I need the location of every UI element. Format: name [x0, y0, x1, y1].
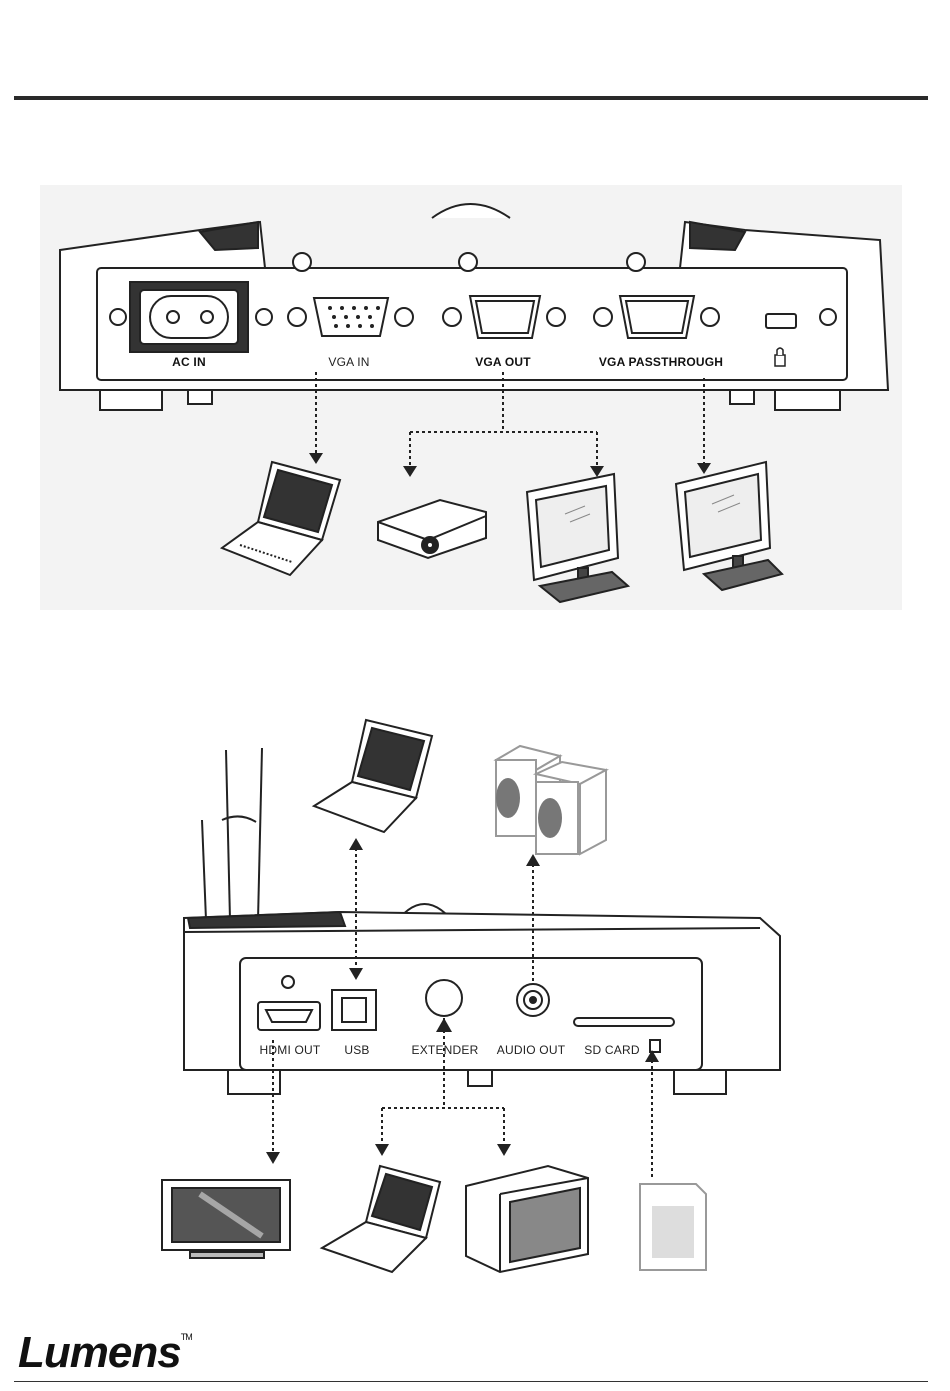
camera-pole [202, 748, 262, 920]
footer-rule [14, 1381, 928, 1382]
speakers-icon [496, 746, 606, 854]
tv-icon [162, 1180, 290, 1258]
ac-in-socket [130, 282, 248, 352]
sd-card-icon [640, 1184, 706, 1270]
rear-panel-diagram: AC IN VGA IN VGA OUT VGA PASSTHROUGH [0, 0, 950, 640]
kensington-slot [766, 314, 796, 328]
crt-monitor-icon [466, 1166, 588, 1272]
ac-in-label: AC IN [172, 355, 206, 369]
side-panel-diagram: HDMI OUT USB EXTENDER AUDIO OUT SD CARD [0, 700, 950, 1300]
vga-in-label: VGA IN [328, 355, 369, 369]
audio-out-label: AUDIO OUT [497, 1043, 566, 1057]
vga-out-label: VGA OUT [475, 355, 531, 369]
usb-label: USB [344, 1043, 369, 1057]
trademark-mark: TM [181, 1332, 192, 1342]
laptop-icon [322, 1166, 440, 1272]
brand-name: Lumens [18, 1328, 181, 1377]
laptop-icon [314, 720, 432, 832]
vga-passthrough-label: VGA PASSTHROUGH [599, 355, 723, 369]
kensington-lock-icon [775, 348, 785, 366]
extender-port-icon [426, 980, 462, 1016]
lumens-logo: LumensTM [18, 1328, 192, 1378]
usb-port-icon [332, 990, 376, 1030]
audio-out-port-icon [517, 984, 549, 1016]
sd-card-label: SD CARD [584, 1043, 640, 1057]
extender-label: EXTENDER [412, 1043, 479, 1057]
hdmi-out-label: HDMI OUT [260, 1043, 321, 1057]
